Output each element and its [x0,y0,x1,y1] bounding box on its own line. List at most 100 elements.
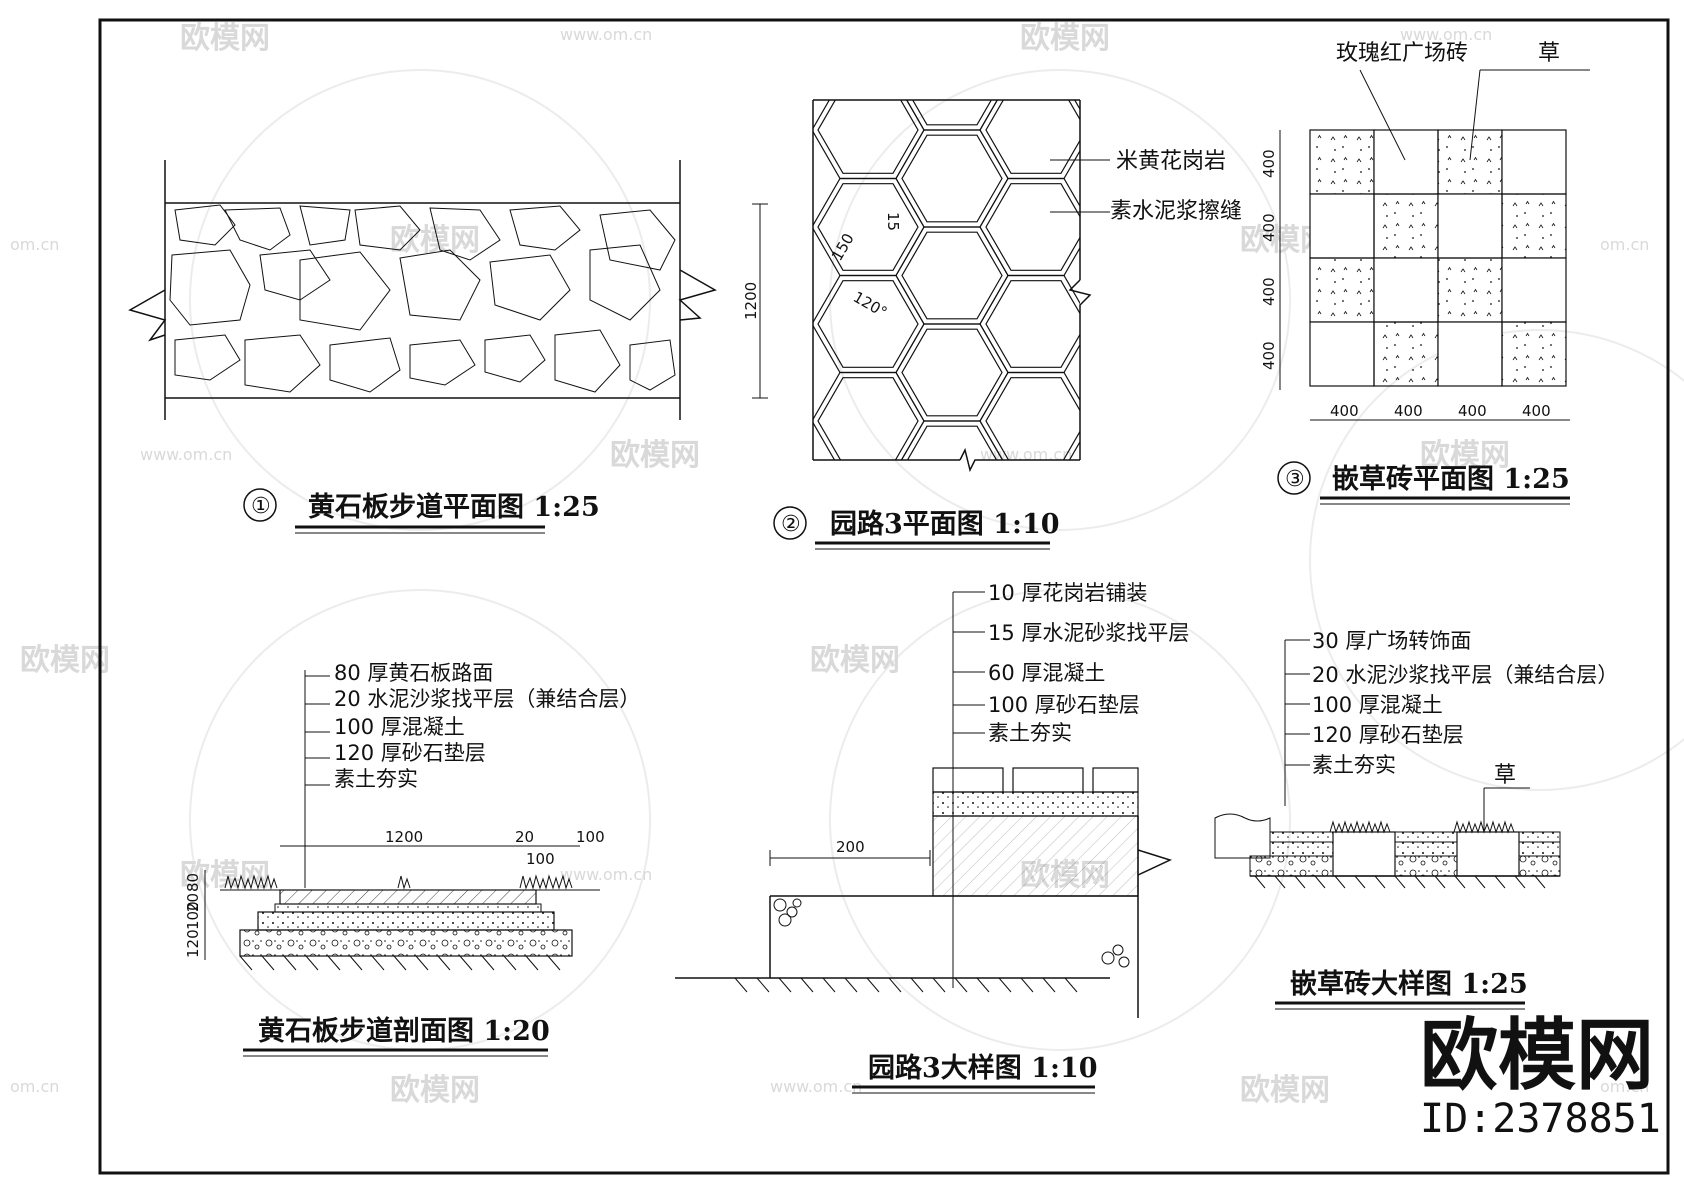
grass-paver-section: 30 厚广场转饰面 20 水泥沙浆找平层（兼结合层） 100 厚混凝土 120 … [1214,629,1618,1010]
brick-cell [1309,193,1375,259]
hex-grid [813,100,1080,460]
flagstone-plan: ① 黄石板步道平面图 1:25 [128,160,717,534]
hex-paver [979,100,1080,180]
section1-title: 黄石板步道剖面图 1:20 [258,1015,550,1047]
hex-paver [813,371,925,460]
grass-cell [1309,257,1375,323]
hex-paver [817,280,919,368]
hex-paver [817,100,919,174]
s1-dim-side-1: 80 [184,873,202,892]
s3-layer-3: 100 厚混凝土 [1312,693,1443,717]
hex-paver [985,280,1080,368]
s1-dim-side-4: 120 [184,929,202,958]
watermark-site-short: om.cn [1600,235,1649,254]
drawing1-title: 黄石板步道平面图 1:25 [308,491,600,523]
grass-paver-plan: 玫瑰红广场砖 草 400 400 400 400 400 400 400 400… [1260,41,1590,505]
hex-paver [985,183,1080,271]
hex-paver [901,328,1003,417]
watermark-brand: 欧模网 [1020,21,1110,56]
dim-x-3: 400 [1458,402,1487,420]
dim-x-1: 400 [1330,402,1359,420]
hex-paver [985,377,1080,460]
grass-cell [1373,193,1439,259]
s3-layer-5: 素土夯实 [1312,753,1396,777]
watermark-layer: 欧模网 欧模网 欧模网 欧模网 欧模网 欧模网 欧模网 欧模网 欧模网 欧模网 … [10,21,1684,1108]
s1-dim-side-3: 100 [184,901,202,930]
s1-layer-1: 80 厚黄石板路面 [334,661,493,685]
s3-label-grass: 草 [1494,763,1516,788]
s2-layer-1: 10 厚花岗岩铺装 [988,581,1147,605]
s1-layer-2: 20 水泥沙浆找平层（兼结合层） [334,687,640,711]
watermark-site: www.om.cn [770,1077,862,1096]
hex-paver [979,371,1080,460]
brick-cell [1437,321,1503,387]
hex-paver [895,129,1009,228]
watermark-site: www.om.cn [140,445,232,464]
dim-angle: 120° [850,288,890,322]
hex-paver [911,100,993,126]
hex-paver [906,425,998,460]
hex-paver [895,323,1009,422]
brand-block: 欧模网 ID:2378851 [1420,1011,1661,1142]
hex-paver [979,177,1080,277]
hex-paver [901,134,1003,223]
drawing2-number: ② [781,512,801,537]
brick-cell [1501,257,1567,323]
label-grass-plan: 草 [1538,41,1560,66]
brand-name: 欧模网 [1420,1011,1654,1101]
s2-layer-2: 15 厚水泥砂浆找平层 [988,621,1189,645]
dim-x-2: 400 [1394,402,1423,420]
watermark-brand: 欧模网 [1240,1073,1330,1108]
dim-15: 15 [884,212,902,231]
hex-paver [813,100,925,180]
grass-cell [1501,193,1567,259]
drawing-border [98,18,1670,1175]
label-brick: 玫瑰红广场砖 [1336,41,1468,66]
hex-paver [813,274,925,374]
s3-layer-2: 20 水泥沙浆找平层（兼结合层） [1312,663,1618,687]
brand-id: ID:2378851 [1420,1096,1661,1142]
grass-cell [1373,321,1439,387]
paver-grid [1309,129,1567,387]
s1-dim-1200: 1200 [385,828,423,846]
dim-y-2: 400 [1260,213,1278,242]
flagstone-section: 80 厚黄石板路面 20 水泥沙浆找平层（兼结合层） 100 厚混凝土 120 … [184,661,640,1057]
hex-paver [817,377,919,460]
hex-paver [817,183,919,271]
grass-cell [1309,129,1375,195]
brick-cell [1501,129,1567,195]
section2-title: 园路3大样图 1:10 [868,1052,1098,1084]
s2-layer-3: 60 厚混凝土 [988,661,1105,685]
watermark-site-short: om.cn [10,235,59,254]
dim-150: 150 [828,230,858,264]
watermark-brand: 欧模网 [20,643,110,678]
watermark-site: www.om.cn [560,25,652,44]
dim-y-1: 400 [1260,149,1278,178]
drawing2-title: 园路3平面图 1:10 [830,508,1060,540]
brick-cell [1309,321,1375,387]
brick-cell [1437,193,1503,259]
s3-layer-4: 120 厚砂石垫层 [1312,723,1464,747]
section3-title: 嵌草砖大样图 1:25 [1290,968,1528,1000]
brick-cell [1373,129,1439,195]
drawing1-number: ① [251,494,271,519]
s1-dim-100-mid: 100 [526,850,555,868]
dim-x-4: 400 [1522,402,1551,420]
watermark-site: www.om.cn [560,865,652,884]
watermark-brand: 欧模网 [390,1073,480,1108]
s1-dim-20: 20 [515,828,534,846]
label-stone: 米黄花岗岩 [1116,149,1226,174]
grass-cell [1437,129,1503,195]
s2-dim-200: 200 [836,838,865,856]
hex-paver [813,177,925,277]
watermark-site: www.om.cn [1400,25,1492,44]
label-joint: 素水泥浆擦缝 [1110,199,1242,224]
drawing3-title: 嵌草砖平面图 1:25 [1332,464,1570,495]
s2-layer-5: 素土夯实 [988,721,1072,745]
watermark-brand: 欧模网 [180,21,270,56]
hex-paver [901,231,1003,320]
watermark-brand: 欧模网 [810,643,900,678]
dim-y-4: 400 [1260,341,1278,370]
grass-cell [1501,321,1567,387]
